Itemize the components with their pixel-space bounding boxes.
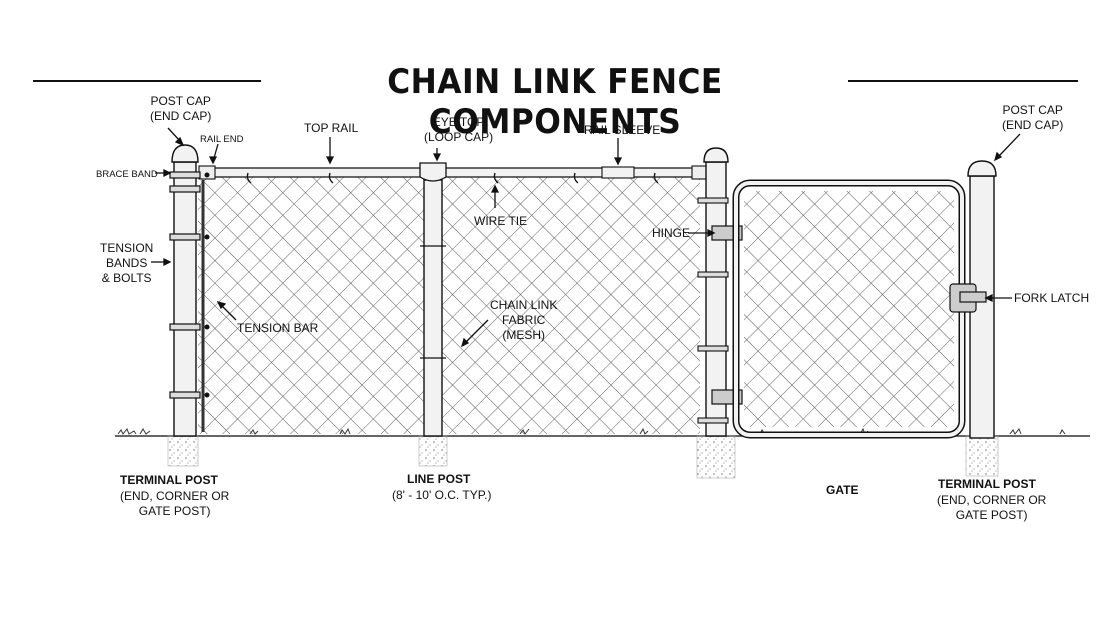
wire-ties <box>246 172 659 184</box>
label-line-post-title: LINE POST <box>407 472 471 486</box>
label-wire-tie: WIRE TIE <box>474 214 528 228</box>
label-terminal-post-left-sub: (END, CORNER OR GATE POST) <box>120 489 230 518</box>
label-brace-band: BRACE BAND <box>96 169 158 180</box>
label-terminal-post-right-title: TERMINAL POST <box>938 477 1036 491</box>
label-terminal-post-left-title: TERMINAL POST <box>120 473 218 487</box>
footing-line-post <box>418 435 448 467</box>
label-hinge: HINGE <box>652 226 691 240</box>
label-gate: GATE <box>826 483 859 497</box>
title-rule-left <box>33 80 261 82</box>
label-eye-top: EYE TOP (LOOP CAP) <box>424 115 494 144</box>
gate-frame <box>732 179 966 439</box>
line-post <box>419 162 447 437</box>
label-chain-link-fabric: CHAIN LINK FABRIC (MESH) <box>490 298 558 342</box>
footing-right <box>965 435 999 477</box>
chain-link-fabric <box>198 176 700 434</box>
top-rail <box>198 165 709 180</box>
label-fork-latch: FORK LATCH <box>1014 291 1090 305</box>
label-rail-sleeve: RAIL SLEEVE <box>584 123 661 137</box>
label-tension-bar: TENSION BAR <box>237 321 319 335</box>
label-terminal-post-right-sub: (END, CORNER OR GATE POST) <box>937 493 1047 522</box>
gate-post <box>697 147 743 437</box>
post-cap-icon <box>171 144 199 163</box>
label-tension-bands-bolts: TENSION BANDS & BOLTS <box>100 241 154 285</box>
terminal-post-right <box>949 160 997 439</box>
label-post-cap-left: POST CAP (END CAP) <box>150 94 212 123</box>
eye-top <box>419 162 447 182</box>
tension-band <box>169 233 201 241</box>
terminal-post-left <box>169 144 210 437</box>
footing-gate-post <box>696 435 736 479</box>
title-rule-right <box>848 80 1078 82</box>
diagram-title: CHAIN LINK FENCE COMPONENTS <box>387 62 723 142</box>
label-line-post-sub: (8' - 10' O.C. TYP.) <box>392 488 492 502</box>
leader-lines <box>151 127 1021 348</box>
label-post-cap-right: POST CAP (END CAP) <box>1002 103 1064 132</box>
label-top-rail: TOP RAIL <box>304 121 359 135</box>
footing-left <box>167 435 199 467</box>
label-rail-end: RAIL END <box>200 134 244 145</box>
fork-latch <box>949 283 987 313</box>
brace-band <box>169 171 201 179</box>
rail-sleeve <box>601 166 635 179</box>
